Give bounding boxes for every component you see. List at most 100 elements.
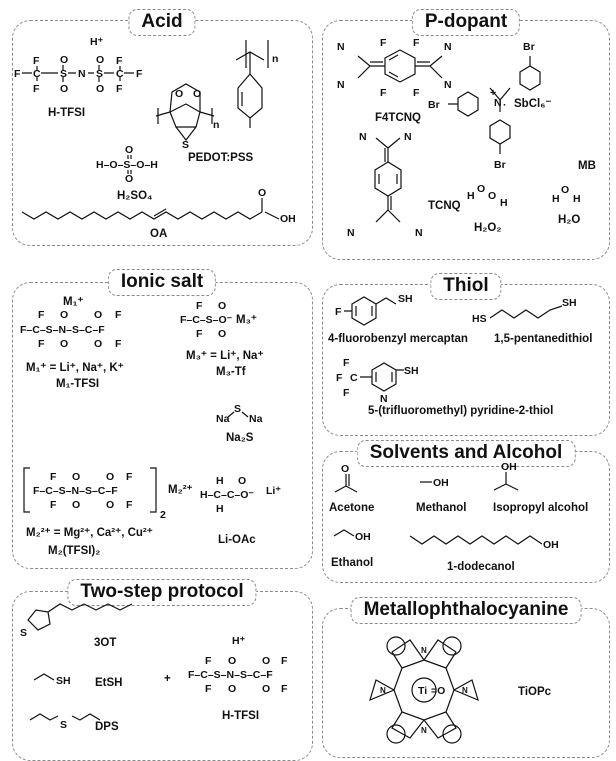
svg-text:OH: OH — [355, 531, 371, 543]
svg-text:F: F — [343, 387, 350, 399]
svg-text:H: H — [216, 475, 224, 487]
svg-text:2: 2 — [160, 509, 166, 521]
svg-text:·: · — [503, 99, 507, 111]
svg-text:O: O — [94, 309, 102, 321]
3ot-label: 3OT — [94, 637, 117, 649]
f4tcnq-structure: N N N N F F F F — [337, 37, 452, 99]
svg-text:F: F — [115, 309, 122, 321]
methanol-structure: OH — [420, 477, 449, 489]
svg-text:O: O — [94, 338, 102, 350]
svg-text:F: F — [38, 309, 45, 321]
svg-text:O: O — [96, 83, 104, 95]
dps-structure: S — [29, 713, 101, 731]
svg-text:F: F — [115, 338, 122, 350]
svg-text:F–C–S–N–S–C–F: F–C–S–N–S–C–F — [20, 324, 105, 336]
h2o-label: H₂O — [558, 214, 581, 226]
svg-text:H⁺: H⁺ — [90, 36, 104, 48]
svg-text:N: N — [337, 79, 345, 91]
tcnq-structure: N N N N — [347, 131, 423, 239]
acetone-structure: O — [334, 463, 358, 493]
svg-text:F–C–S–N–S–C–F: F–C–S–N–S–C–F — [33, 485, 118, 497]
svg-text:SH: SH — [404, 365, 419, 377]
svg-text:O: O — [60, 338, 68, 350]
ethanol-structure: OH — [333, 529, 371, 543]
svg-text:F: F — [413, 87, 420, 99]
svg-text:O: O — [60, 54, 68, 66]
two-step-panel-title: Two-step protocol — [67, 579, 257, 606]
svg-text:N: N — [380, 686, 386, 695]
svg-text:Na: Na — [216, 413, 230, 425]
svg-text:Li⁺: Li⁺ — [266, 485, 281, 497]
svg-text:Br: Br — [494, 159, 506, 171]
svg-text:=O: =O — [431, 685, 445, 697]
svg-text:O: O — [125, 144, 133, 156]
svg-text:N: N — [421, 646, 427, 655]
svg-text:H⁺: H⁺ — [232, 635, 246, 647]
svg-text:F: F — [380, 87, 387, 99]
svg-text:F: F — [116, 83, 123, 95]
svg-text:N: N — [421, 726, 427, 735]
twostep-htfsi-label: H-TFSI — [222, 710, 260, 722]
svg-text:O: O — [477, 183, 485, 195]
lioac-label: Li-OAc — [218, 534, 256, 546]
svg-text:O: O — [218, 300, 226, 312]
sbcl6-label: SbCl₆⁻ — [514, 98, 552, 110]
svg-text:O: O — [106, 471, 114, 483]
svg-text:O: O — [106, 499, 114, 511]
svg-text:O: O — [561, 184, 569, 196]
svg-text:O: O — [228, 683, 236, 695]
acetone-label: Acetone — [329, 502, 375, 514]
svg-text:F: F — [136, 68, 143, 80]
svg-text:n: n — [213, 119, 219, 131]
svg-text:O: O — [341, 463, 349, 475]
svg-text:F–C–S–O⁻: F–C–S–O⁻ — [180, 314, 233, 326]
svg-text:S: S — [60, 719, 67, 731]
svg-text:F: F — [336, 372, 343, 384]
svg-text:H: H — [216, 503, 224, 515]
methanol-label: Methanol — [416, 502, 467, 514]
svg-text:F–C–S–N–S–C–F: F–C–S–N–S–C–F — [188, 669, 273, 681]
plus-sign: + — [164, 673, 171, 685]
svg-text:N: N — [462, 686, 468, 695]
acid-panel-title: Acid — [128, 9, 196, 36]
dps-label: DPS — [95, 721, 119, 733]
svg-text:n: n — [272, 53, 278, 65]
fbm-label: 4-fluorobenzyl mercaptan — [328, 333, 468, 345]
tfmp-label: 5-(trifluoromethyl) pyridine-2-thiol — [368, 405, 554, 417]
h2so4-structure: H–O–S–O–H O O — [96, 144, 158, 185]
svg-text:F: F — [196, 300, 203, 312]
svg-text:S: S — [60, 68, 67, 80]
svg-text:O: O — [488, 190, 496, 202]
svg-text:F: F — [205, 655, 212, 667]
h2o2-label: H₂O₂ — [474, 222, 502, 234]
pdt-structure: HS SH — [472, 297, 577, 325]
svg-text:SH: SH — [562, 297, 577, 309]
svg-text:F: F — [413, 37, 420, 49]
svg-text:O: O — [218, 328, 226, 340]
metallo-panel-title: Metallophthalocyanine — [350, 597, 582, 624]
svg-text:F: F — [380, 37, 387, 49]
dodecanol-structure: OH — [409, 535, 559, 551]
svg-text:N: N — [404, 131, 412, 143]
svg-text:HS: HS — [472, 313, 487, 325]
tiopc-label: TiOPc — [518, 686, 552, 698]
m1-def-label: M₁⁺ = Li⁺, Na⁺, K⁺ — [26, 362, 124, 374]
m1-cation-label: M₁⁺ — [63, 296, 84, 308]
svg-text:F: F — [281, 683, 288, 695]
svg-text:N: N — [78, 68, 86, 80]
svg-text:N: N — [444, 41, 452, 53]
svg-text:C: C — [350, 372, 358, 384]
svg-text:F: F — [343, 357, 350, 369]
svg-text:F: F — [50, 471, 57, 483]
pedotpss-label: PEDOT:PSS — [188, 152, 254, 164]
svg-text:S: S — [182, 139, 189, 151]
m3-cation-label: M₃⁺ — [236, 314, 257, 326]
mb-structure: Br Br Br N + · — [428, 41, 541, 171]
ethanol-label: Ethanol — [331, 557, 374, 569]
h2so4-label: H₂SO₄ — [117, 190, 153, 202]
dodecanol-label: 1-dodecanol — [447, 561, 515, 573]
svg-text:O: O — [258, 187, 266, 199]
3ot-structure: S — [20, 603, 133, 639]
svg-text:Br: Br — [523, 41, 535, 53]
svg-text:O: O — [238, 475, 246, 487]
